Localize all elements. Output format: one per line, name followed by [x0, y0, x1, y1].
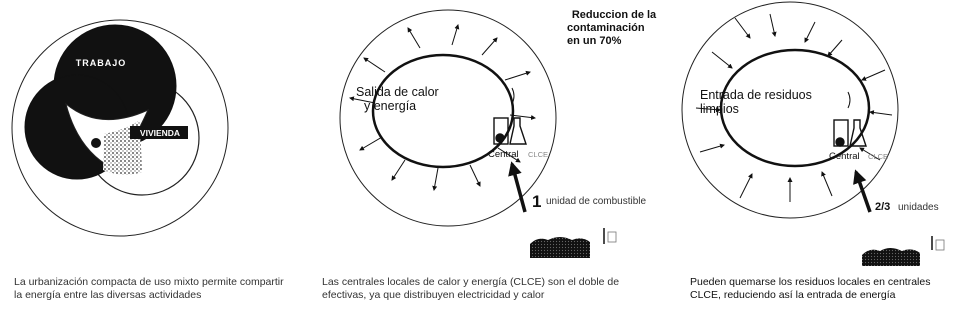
plant-icon	[833, 91, 867, 147]
heat-output-arrows	[349, 24, 536, 191]
panel2-ring	[371, 53, 515, 169]
plant-suffix: CLCE	[528, 150, 548, 159]
panel2-outer-circle	[339, 9, 557, 227]
panel1-caption: La urbanización compacta de uso mixto pe…	[14, 276, 284, 301]
fuel-arrow	[508, 161, 527, 213]
waste-input-label-line2: limpios	[700, 102, 739, 116]
fuel-pile-box	[607, 231, 617, 243]
fuel-unit-number: 1	[532, 192, 541, 211]
fuel-unit-text: unidades	[898, 202, 939, 213]
panel3-outer-circle	[681, 1, 899, 219]
heat-output-label-line2: y energía	[364, 99, 416, 113]
outer-circle	[11, 19, 229, 237]
vivienda-label: VIVIENDA	[140, 128, 180, 138]
reduction-headline-line2: contaminación	[567, 22, 645, 34]
node-dot	[91, 138, 101, 148]
reduction-headline-line1: Reduccion de la	[572, 9, 657, 21]
plant-suffix: CLCE	[868, 152, 888, 161]
panel3-ring	[719, 48, 871, 168]
chp-output-panel	[339, 9, 617, 258]
waste-input-panel	[681, 1, 945, 266]
plant-label: Central	[488, 149, 519, 160]
fuel-unit-number: 2/3	[875, 201, 890, 213]
plant-icon	[493, 87, 527, 145]
fuel-unit-text: unidad de combustible	[546, 196, 647, 207]
vivienda-label-bg	[130, 126, 188, 139]
panel3-caption: Pueden quemarse los residuos locales en …	[690, 276, 931, 301]
fuel-pile-box	[935, 239, 945, 251]
trabajo-label: TRABAJO	[76, 58, 127, 68]
fuel-pile-icon	[862, 248, 920, 266]
reduction-headline-line3: en un 70%	[567, 35, 622, 47]
venn-panel	[11, 19, 229, 237]
panel2-caption: Las centrales locales de calor y energía…	[322, 276, 620, 301]
plant-label: Central	[829, 151, 860, 162]
heat-output-label-line1: Salida de calor	[356, 85, 439, 99]
waste-input-label-line1: Entrada de residuos	[700, 88, 812, 102]
waste-input-arrows	[695, 13, 893, 202]
fuel-arrow	[853, 169, 872, 213]
fuel-pile-icon	[530, 237, 590, 258]
